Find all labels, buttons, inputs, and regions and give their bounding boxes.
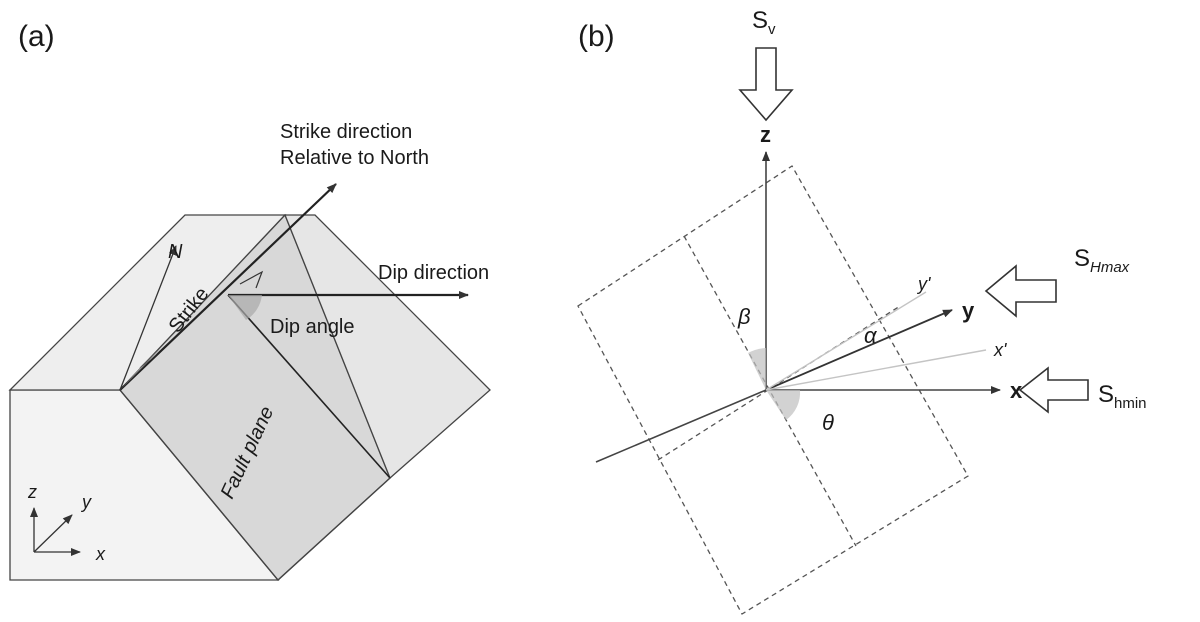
rotated-block-mid-2 [657, 305, 901, 461]
dip-hook [239, 270, 264, 289]
panel-a-label: (a) [18, 20, 55, 53]
beta-angle-wedge [748, 348, 766, 390]
x-prime-label: x' [993, 340, 1007, 360]
panel-a: (a) Strike direction Relative to North D… [8, 20, 491, 581]
alpha-label: α [864, 323, 878, 348]
y-axis-extension [595, 389, 767, 463]
shmax-label-main: S [1074, 245, 1090, 272]
y-axis [765, 309, 953, 391]
strike-direction-label-1: Strike direction [280, 121, 412, 143]
strike-direction-label-2: Relative to North [280, 147, 429, 169]
rotated-fault-block [577, 165, 969, 615]
dip-direction-label: Dip direction [378, 262, 489, 284]
sv-label-main: S [752, 7, 768, 34]
triad-x-label: x [95, 544, 106, 564]
sv-label-sub: v [768, 21, 776, 38]
x-prime-axis [765, 349, 987, 391]
strike-angle-wedge [120, 350, 160, 390]
dip-angle-label: Dip angle [270, 316, 355, 338]
triad-z-label: z [27, 482, 37, 502]
strike-angle-arc [139, 349, 159, 369]
shmin-label-sub: hmin [1114, 395, 1147, 412]
dip-angle-wedge [228, 295, 262, 320]
theta-angle-wedge [766, 390, 801, 420]
triad-y-axis [33, 514, 73, 553]
fault-line [227, 294, 391, 479]
block-edge [119, 389, 279, 581]
sv-label: Sv [752, 7, 776, 38]
strike-direction-arrow [119, 183, 337, 391]
y-prime-axis [765, 291, 927, 391]
block-edge-bottom [277, 477, 391, 581]
sv-arrow [738, 47, 794, 122]
y-axis-label: y [962, 298, 975, 323]
y-prime-label: y' [916, 274, 931, 294]
x-axis-label: x [1010, 378, 1023, 403]
z-axis-label: z [760, 122, 771, 147]
panel-b: (b) Sv SHmax Shmin z y x y' x' β [577, 7, 1147, 615]
north-arrow [119, 245, 177, 391]
north-label: N [168, 241, 183, 263]
shmin-label: Shmin [1098, 381, 1147, 412]
theta-label: θ [822, 410, 834, 435]
shmax-label: SHmax [1074, 245, 1130, 276]
panel-b-label: (b) [578, 20, 615, 53]
shmax-label-sub: Hmax [1090, 259, 1130, 276]
triad-y-label: y [80, 492, 92, 512]
shmax-arrow [984, 264, 1057, 318]
beta-label: β [737, 304, 751, 329]
shmin-arrow [1018, 366, 1089, 414]
shmin-label-main: S [1098, 381, 1114, 408]
